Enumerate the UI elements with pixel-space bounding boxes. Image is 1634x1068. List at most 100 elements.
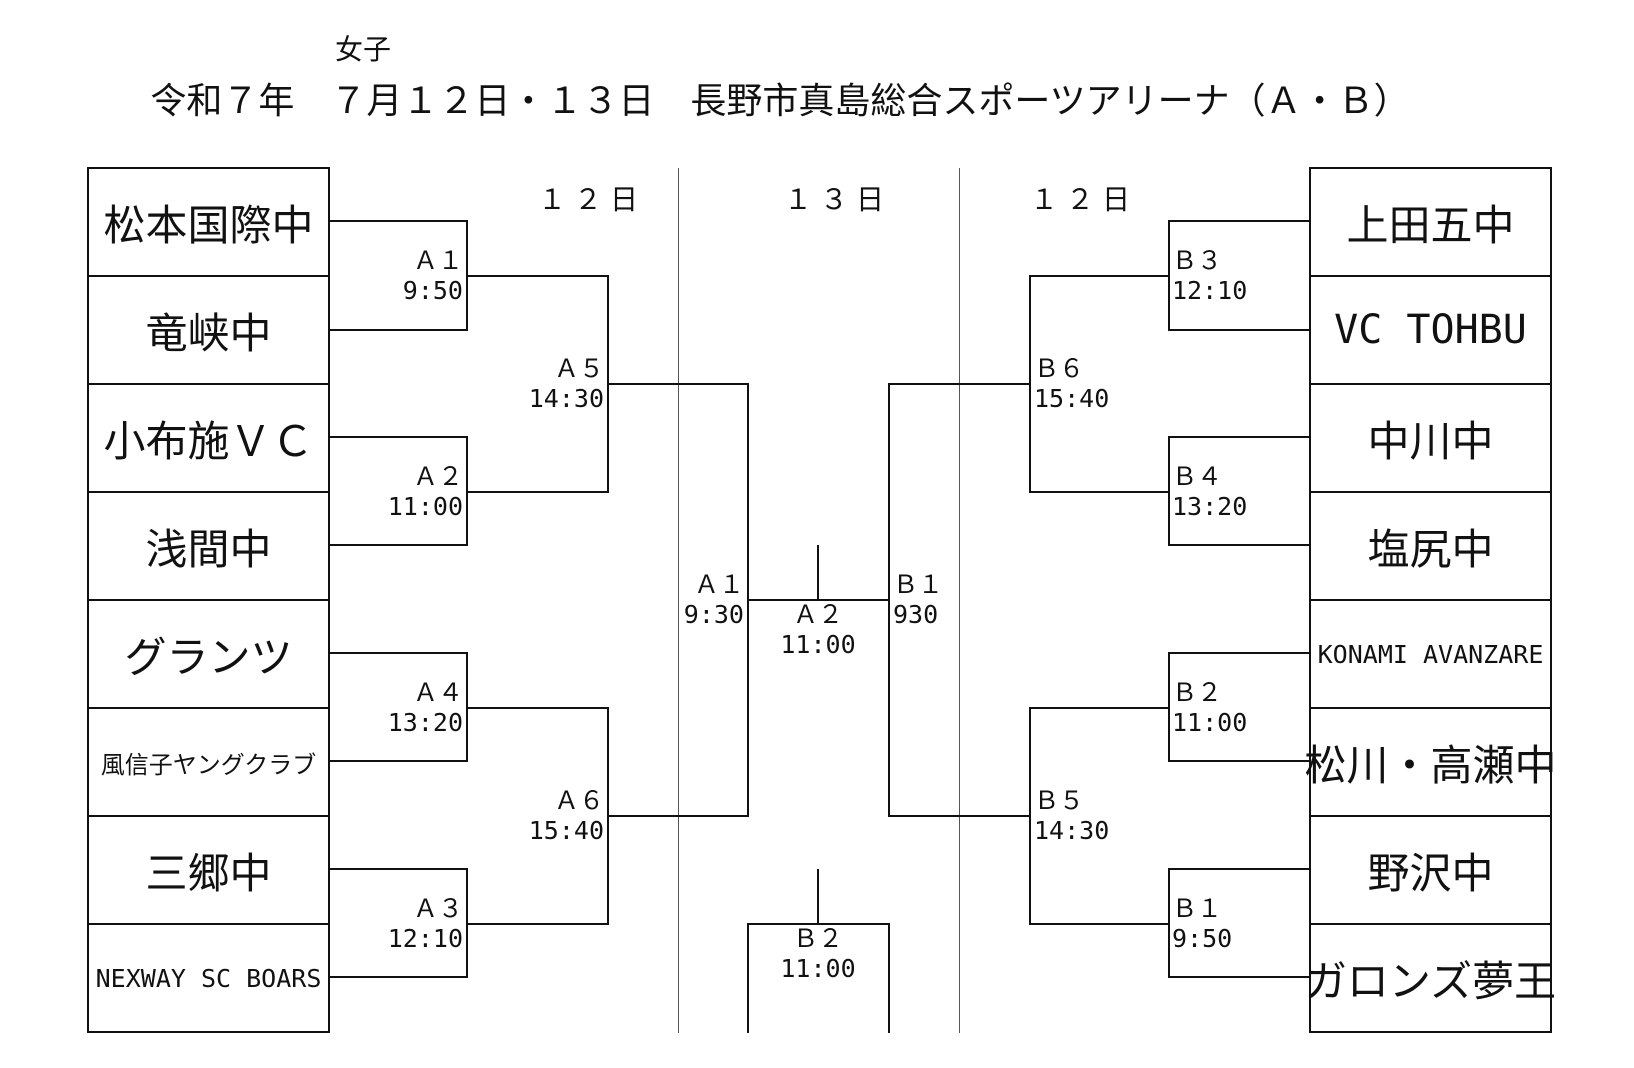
bracket-line <box>330 436 467 438</box>
match-b5: Ｂ５ 14:30 <box>1034 786 1109 846</box>
bracket-line <box>466 275 609 277</box>
bracket-line <box>1168 868 1309 870</box>
bracket-line <box>1168 544 1309 546</box>
bracket-line <box>330 544 467 546</box>
left-team-8: NEXWAY SC BOARS <box>87 923 330 1033</box>
match-code: Ａ４ <box>412 678 463 707</box>
category-label: 女子 <box>335 33 392 66</box>
bracket-line <box>1168 976 1309 978</box>
right-team-4: 塩尻中 <box>1309 491 1552 601</box>
match-b6: Ｂ６ 15:40 <box>1034 354 1109 414</box>
match-b1: Ｂ１ 9:50 <box>1172 894 1232 954</box>
bracket-line <box>888 383 1031 385</box>
match-a2: Ａ２ 11:00 <box>380 462 463 522</box>
right-team-7: 野沢中 <box>1309 815 1552 925</box>
match-code: Ａ２ <box>412 462 463 491</box>
match-code: Ｂ６ <box>1034 354 1085 383</box>
bracket-line <box>330 868 467 870</box>
match-code: Ｂ１ <box>893 570 944 599</box>
day-header-center: １３日 <box>784 183 893 216</box>
match-time: 9:50 <box>1172 924 1233 953</box>
bracket-line <box>1029 923 1170 925</box>
page-title: 令和７年 ７月１２日・１３日 長野市真島総合スポーツアリーナ（Ａ・Ｂ） <box>150 81 1410 122</box>
divider-left <box>678 168 679 1033</box>
match-time: 13:20 <box>387 708 463 737</box>
bracket-line <box>1168 652 1309 654</box>
third-place-line <box>747 923 890 925</box>
match-time: 15:40 <box>1034 384 1110 413</box>
bracket-line <box>466 707 609 709</box>
third-place-line <box>747 923 749 1033</box>
divider-right <box>959 168 960 1033</box>
match-a3: Ａ３ 12:10 <box>380 894 463 954</box>
match-code: Ｂ２ <box>792 924 843 953</box>
right-team-5: KONAMI AVANZARE <box>1309 599 1552 709</box>
day-header-left: １２日 <box>538 183 647 216</box>
bracket-line <box>1168 436 1309 438</box>
match-code: Ｂ２ <box>1172 678 1223 707</box>
match-code: Ｂ４ <box>1172 462 1223 491</box>
match-time: 13:20 <box>1172 492 1248 521</box>
right-team-6: 松川・高瀬中 <box>1305 707 1557 817</box>
left-team-7: 三郷中 <box>87 815 330 925</box>
right-team-3: 中川中 <box>1309 383 1552 493</box>
match-time: 930 <box>893 600 939 629</box>
third-place-tick <box>817 869 819 924</box>
left-team-1: 松本国際中 <box>87 167 330 277</box>
match-code: Ａ５ <box>553 354 604 383</box>
left-team-5: グランツ <box>87 599 330 709</box>
match-a5: Ａ５ 14:30 <box>520 354 604 414</box>
bracket-line <box>1168 760 1309 762</box>
bracket-line <box>607 383 749 385</box>
match-a4: Ａ４ 13:20 <box>380 678 463 738</box>
match-final: Ａ２ 11:00 <box>768 600 868 660</box>
match-code: Ａ３ <box>412 894 463 923</box>
bracket-line <box>330 329 467 331</box>
match-a1: Ａ１ 9:50 <box>380 246 463 306</box>
match-time: 11:00 <box>387 492 463 521</box>
match-code: Ｂ５ <box>1034 786 1085 815</box>
left-team-2: 竜峡中 <box>87 275 330 385</box>
match-time: 14:30 <box>528 384 604 413</box>
match-code: Ａ６ <box>553 786 604 815</box>
match-code: Ａ２ <box>792 600 843 629</box>
bracket-line <box>1029 707 1170 709</box>
match-code: Ｂ１ <box>1172 894 1223 923</box>
bracket-line <box>607 815 749 817</box>
bracket-line <box>330 652 467 654</box>
right-team-1: 上田五中 <box>1309 167 1552 277</box>
match-b2: Ｂ２ 11:00 <box>1172 678 1247 738</box>
match-time: 9:30 <box>683 600 744 629</box>
match-code: Ａ１ <box>412 246 463 275</box>
left-team-4: 浅間中 <box>87 491 330 601</box>
left-team-6: 風信子ヤングクラブ <box>87 707 330 817</box>
match-time: 12:10 <box>387 924 463 953</box>
right-team-2: VC TOHBU <box>1309 275 1552 385</box>
match-b3: Ｂ３ 12:10 <box>1172 246 1247 306</box>
match-semi-right: Ｂ１ 930 <box>893 570 943 630</box>
match-time: 9:50 <box>402 276 463 305</box>
bracket-line <box>330 976 467 978</box>
match-code: Ａ１ <box>693 570 744 599</box>
match-semi-left: Ａ１ 9:30 <box>660 570 744 630</box>
match-a6: Ａ６ 15:40 <box>520 786 604 846</box>
bracket-line <box>330 220 467 222</box>
match-b4: Ｂ４ 13:20 <box>1172 462 1247 522</box>
match-time: 11:00 <box>780 954 856 983</box>
match-time: 15:40 <box>528 816 604 845</box>
bracket-line <box>466 923 609 925</box>
bracket-line <box>1029 491 1170 493</box>
final-tick <box>817 545 819 600</box>
right-team-8: ガロンズ夢王 <box>1305 923 1556 1033</box>
final-line <box>747 599 890 601</box>
bracket-line <box>330 760 467 762</box>
match-third-place: Ｂ２ 11:00 <box>768 924 868 984</box>
bracket-line <box>1168 220 1309 222</box>
match-time: 14:30 <box>1034 816 1110 845</box>
match-code: Ｂ３ <box>1172 246 1223 275</box>
left-team-3: 小布施ＶＣ <box>87 383 330 493</box>
match-time: 12:10 <box>1172 276 1248 305</box>
third-place-line <box>888 923 890 1033</box>
match-time: 11:00 <box>1172 708 1248 737</box>
bracket-line <box>1168 329 1309 331</box>
